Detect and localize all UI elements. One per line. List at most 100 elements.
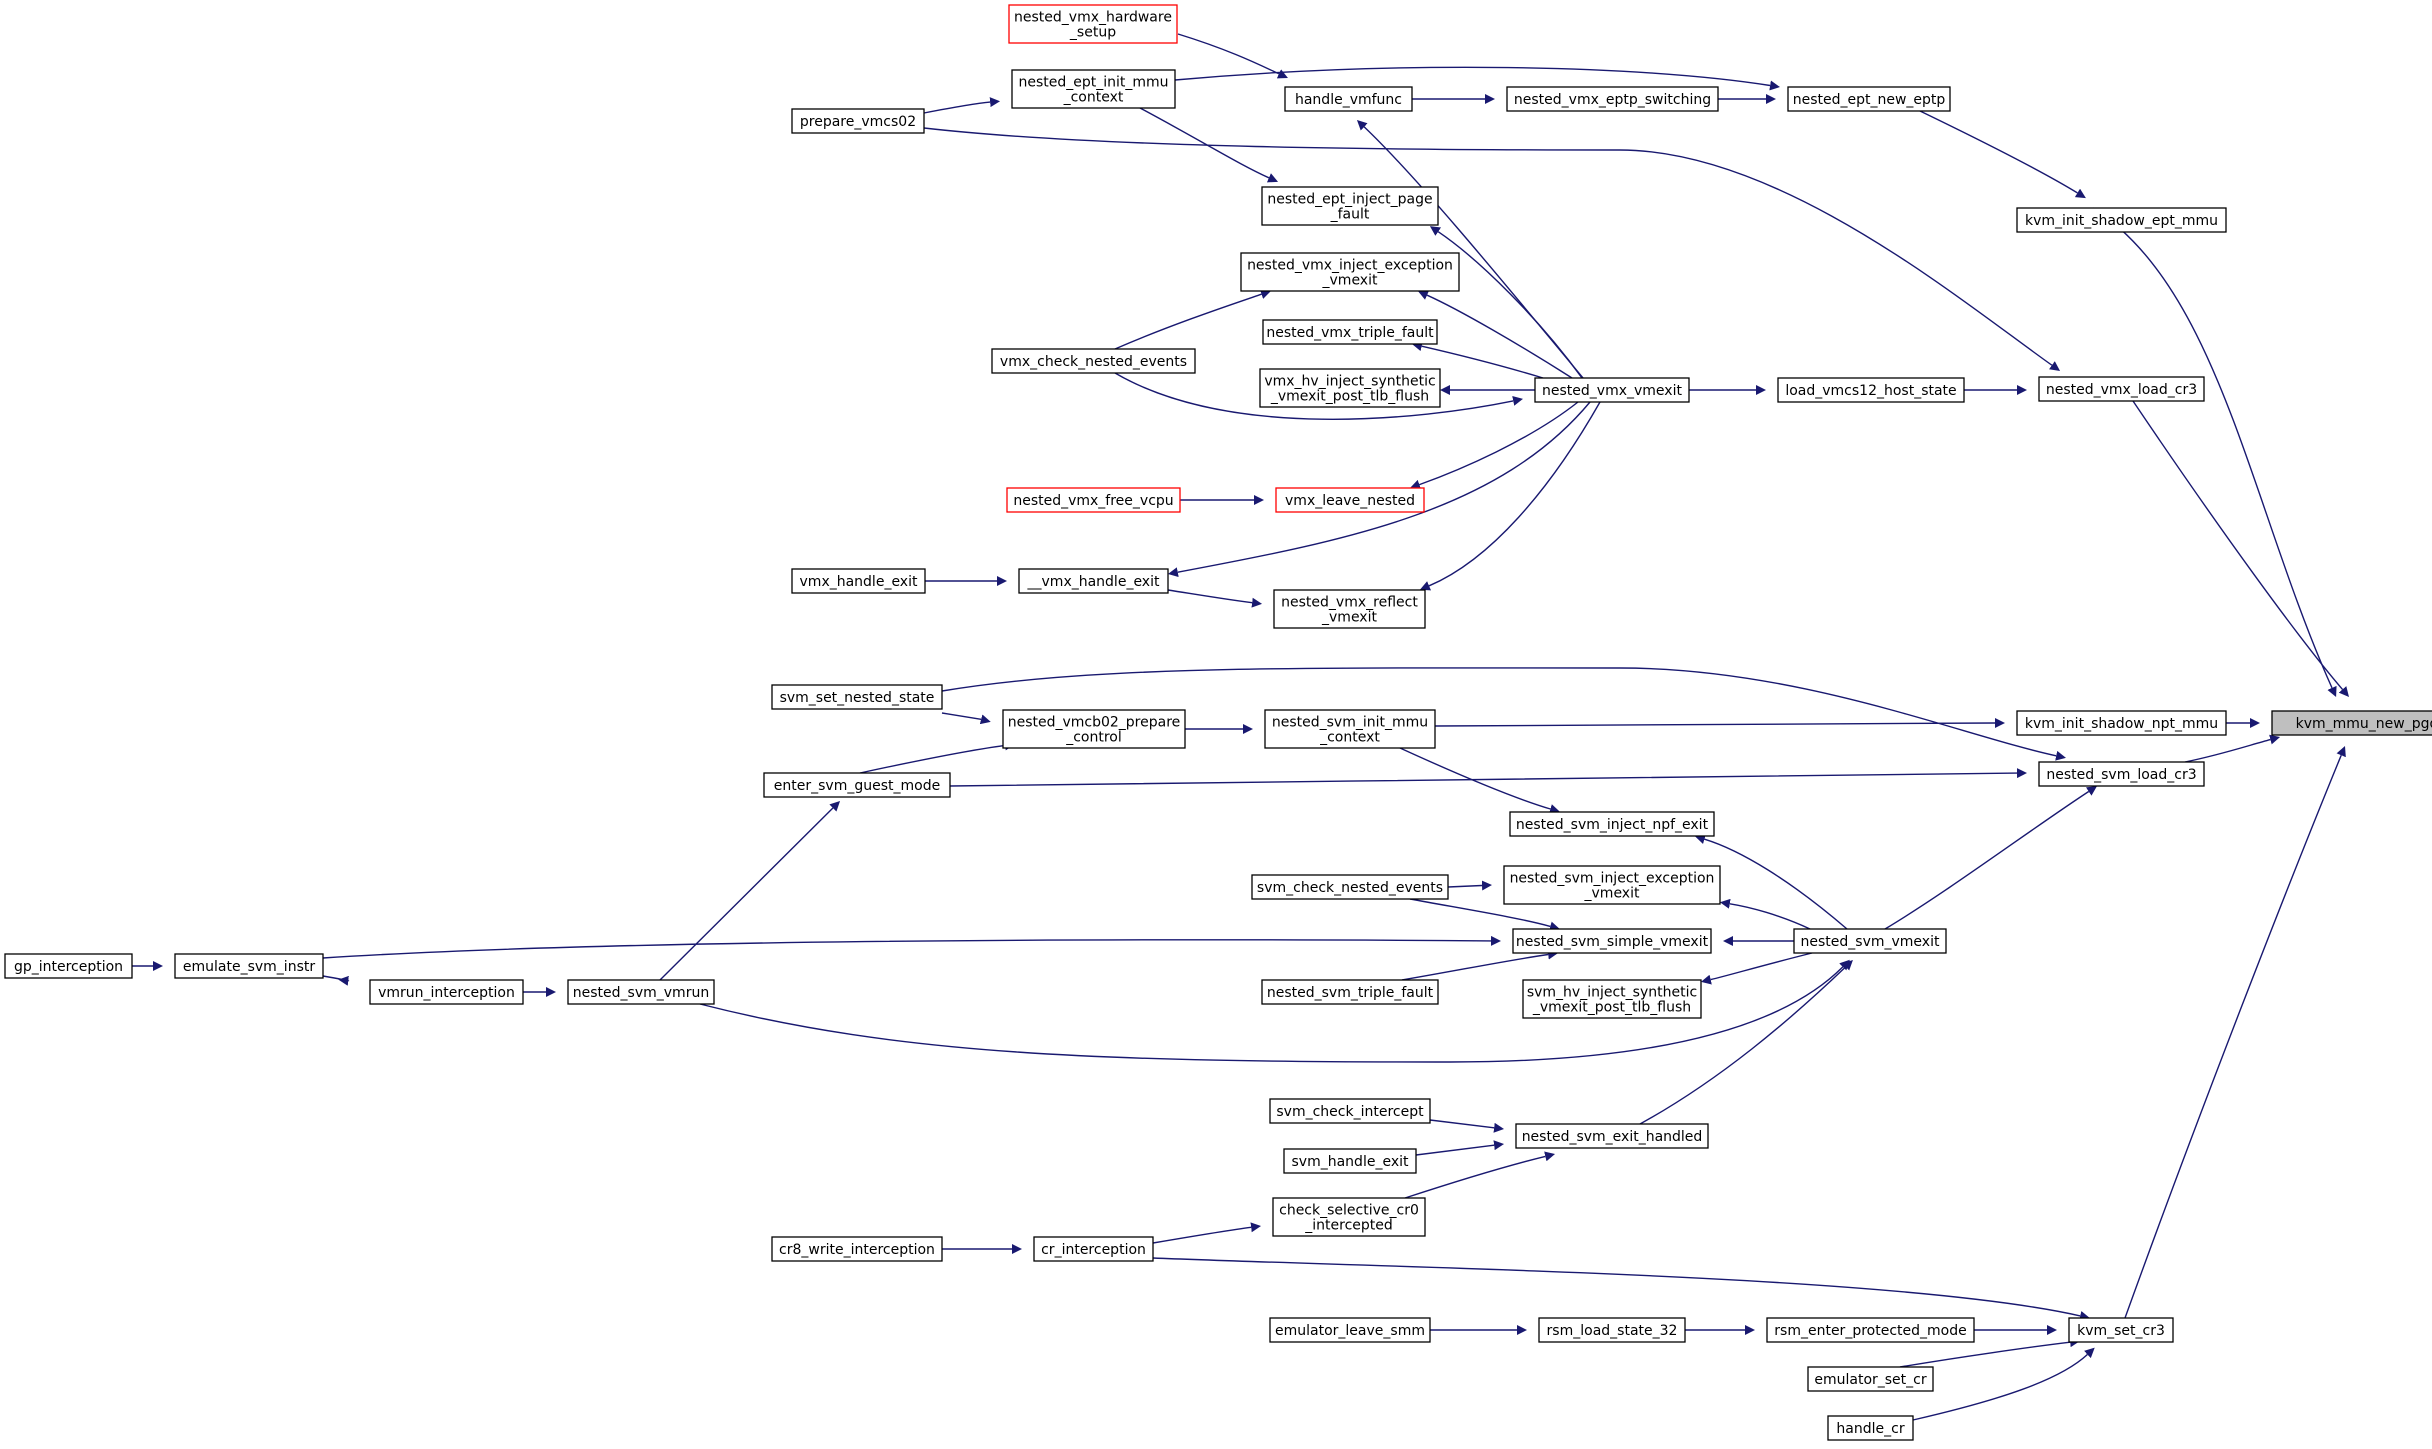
node-nested_svm_vmrun[interactable]: nested_svm_vmrun — [567, 979, 715, 1005]
node-box[interactable] — [1777, 377, 1965, 403]
node-ept_init_mmu[interactable]: nested_ept_init_mmu_context — [1011, 69, 1176, 109]
node-box[interactable] — [1006, 487, 1181, 513]
node-box[interactable] — [2038, 761, 2205, 787]
node-svm_inject_exc[interactable]: nested_svm_inject_exception_vmexit — [1503, 865, 1721, 905]
node-prepare_vmcs02[interactable]: prepare_vmcs02 — [791, 108, 925, 134]
node-box[interactable] — [1008, 4, 1178, 44]
node-init_shadow_ept[interactable]: kvm_init_shadow_ept_mmu — [2016, 207, 2227, 233]
node-vmcb02_prepare[interactable]: nested_vmcb02_prepare_control — [1002, 709, 1186, 749]
node-vmx_hv_inject[interactable]: vmx_hv_inject_synthetic_vmexit_post_tlb_… — [1259, 368, 1441, 408]
node-box[interactable] — [2016, 710, 2227, 736]
node-handle_cr[interactable]: handle_cr — [1827, 1415, 1914, 1441]
node-box[interactable] — [1259, 368, 1441, 408]
node-box[interactable] — [1018, 568, 1169, 594]
node-eptp_switching[interactable]: nested_vmx_eptp_switching — [1506, 86, 1719, 112]
node-box[interactable] — [1261, 186, 1439, 226]
node-box[interactable] — [1534, 377, 1690, 403]
node-nested_vmx_vmexit[interactable]: nested_vmx_vmexit — [1534, 377, 1690, 403]
node-box[interactable] — [771, 684, 943, 710]
node-svm_triple_fault[interactable]: nested_svm_triple_fault — [1261, 979, 1439, 1005]
node-box[interactable] — [1251, 874, 1449, 900]
node-vmx_handle_exit[interactable]: vmx_handle_exit — [791, 568, 926, 594]
node-box[interactable] — [1515, 1123, 1709, 1149]
node-vmx_reflect[interactable]: nested_vmx_reflect_vmexit — [1273, 589, 1426, 629]
node-root[interactable]: kvm_mmu_new_pgd — [2271, 710, 2432, 736]
node-svm_check_nested[interactable]: svm_check_nested_events — [1251, 874, 1449, 900]
node-rsm_load_state_32[interactable]: rsm_load_state_32 — [1538, 1317, 1686, 1343]
node-vmx_leave_nested[interactable]: vmx_leave_nested — [1275, 487, 1425, 513]
node-box[interactable] — [1506, 86, 1719, 112]
node-box[interactable] — [1807, 1366, 1934, 1392]
node-nested_vmx_load_cr3[interactable]: nested_vmx_load_cr3 — [2038, 376, 2205, 402]
node-__vmx_handle_exit[interactable]: __vmx_handle_exit — [1018, 568, 1169, 594]
node-cr8_write[interactable]: cr8_write_interception — [771, 1236, 943, 1262]
node-box[interactable] — [991, 348, 1196, 374]
node-ept_inject_pf[interactable]: nested_ept_inject_page_fault — [1261, 186, 1439, 226]
node-box[interactable] — [763, 772, 951, 798]
node-svm_exit_handled[interactable]: nested_svm_exit_handled — [1515, 1123, 1709, 1149]
node-box[interactable] — [2068, 1317, 2174, 1343]
node-rsm_enter_pm[interactable]: rsm_enter_protected_mode — [1766, 1317, 1975, 1343]
node-cr_interception[interactable]: cr_interception — [1033, 1236, 1154, 1262]
node-box[interactable] — [1275, 487, 1425, 513]
node-box[interactable] — [1269, 1098, 1431, 1124]
node-gp_interception[interactable]: gp_interception — [4, 953, 133, 979]
node-box[interactable] — [1272, 1197, 1426, 1237]
node-box[interactable] — [1503, 865, 1721, 905]
node-svm_set_nested_state[interactable]: svm_set_nested_state — [771, 684, 943, 710]
node-box[interactable] — [2271, 710, 2432, 736]
node-box[interactable] — [4, 953, 133, 979]
node-box[interactable] — [771, 1236, 943, 1262]
node-emulator_set_cr[interactable]: emulator_set_cr — [1807, 1366, 1934, 1392]
node-nested_svm_vmexit[interactable]: nested_svm_vmexit — [1793, 928, 1947, 954]
node-box[interactable] — [1011, 69, 1176, 109]
node-vmrun_interception[interactable]: vmrun_interception — [369, 979, 524, 1005]
node-vmx_triple_fault[interactable]: nested_vmx_triple_fault — [1262, 319, 1438, 345]
node-box[interactable] — [1793, 928, 1947, 954]
node-box[interactable] — [1269, 1317, 1431, 1343]
node-box[interactable] — [1283, 1148, 1417, 1174]
node-enter_svm_guest[interactable]: enter_svm_guest_mode — [763, 772, 951, 798]
node-box[interactable] — [1538, 1317, 1686, 1343]
node-hw_setup[interactable]: nested_vmx_hardware_setup — [1008, 4, 1178, 44]
node-emulate_svm_instr[interactable]: emulate_svm_instr — [174, 953, 324, 979]
node-box[interactable] — [1262, 319, 1438, 345]
node-box[interactable] — [1240, 252, 1460, 292]
node-box[interactable] — [791, 108, 925, 134]
node-box[interactable] — [369, 979, 524, 1005]
node-box[interactable] — [1033, 1236, 1154, 1262]
node-box[interactable] — [1509, 811, 1715, 837]
node-box[interactable] — [1522, 979, 1702, 1019]
node-svm_inject_npf[interactable]: nested_svm_inject_npf_exit — [1509, 811, 1715, 837]
node-box[interactable] — [2038, 376, 2205, 402]
node-box[interactable] — [174, 953, 324, 979]
node-box[interactable] — [1261, 979, 1439, 1005]
node-init_shadow_npt[interactable]: kvm_init_shadow_npt_mmu — [2016, 710, 2227, 736]
node-svm_simple_vmexit[interactable]: nested_svm_simple_vmexit — [1512, 928, 1712, 954]
node-box[interactable] — [1827, 1415, 1914, 1441]
node-load_vmcs12[interactable]: load_vmcs12_host_state — [1777, 377, 1965, 403]
node-box[interactable] — [567, 979, 715, 1005]
node-vmx_check_nested[interactable]: vmx_check_nested_events — [991, 348, 1196, 374]
node-vmx_free_vcpu[interactable]: nested_vmx_free_vcpu — [1006, 487, 1181, 513]
node-box[interactable] — [1273, 589, 1426, 629]
node-box[interactable] — [1512, 928, 1712, 954]
node-kvm_set_cr3[interactable]: kvm_set_cr3 — [2068, 1317, 2174, 1343]
node-handle_vmfunc[interactable]: handle_vmfunc — [1284, 86, 1413, 112]
node-svm_hv_inject[interactable]: svm_hv_inject_synthetic_vmexit_post_tlb_… — [1522, 979, 1702, 1019]
node-box[interactable] — [1264, 709, 1436, 749]
node-nested_svm_load_cr3[interactable]: nested_svm_load_cr3 — [2038, 761, 2205, 787]
node-emulator_leave_smm[interactable]: emulator_leave_smm — [1269, 1317, 1431, 1343]
node-check_sel_cr0[interactable]: check_selective_cr0_intercepted — [1272, 1197, 1426, 1237]
node-nested_ept_new_eptp[interactable]: nested_ept_new_eptp — [1787, 86, 1951, 112]
node-box[interactable] — [791, 568, 926, 594]
node-vmx_inject_exc[interactable]: nested_vmx_inject_exception_vmexit — [1240, 252, 1460, 292]
node-box[interactable] — [2016, 207, 2227, 233]
node-box[interactable] — [1787, 86, 1951, 112]
node-box[interactable] — [1766, 1317, 1975, 1343]
node-svm_init_mmu[interactable]: nested_svm_init_mmu_context — [1264, 709, 1436, 749]
node-svm_handle_exit[interactable]: svm_handle_exit — [1283, 1148, 1417, 1174]
node-box[interactable] — [1002, 709, 1186, 749]
node-svm_check_intercept[interactable]: svm_check_intercept — [1269, 1098, 1431, 1124]
node-box[interactable] — [1284, 86, 1413, 112]
